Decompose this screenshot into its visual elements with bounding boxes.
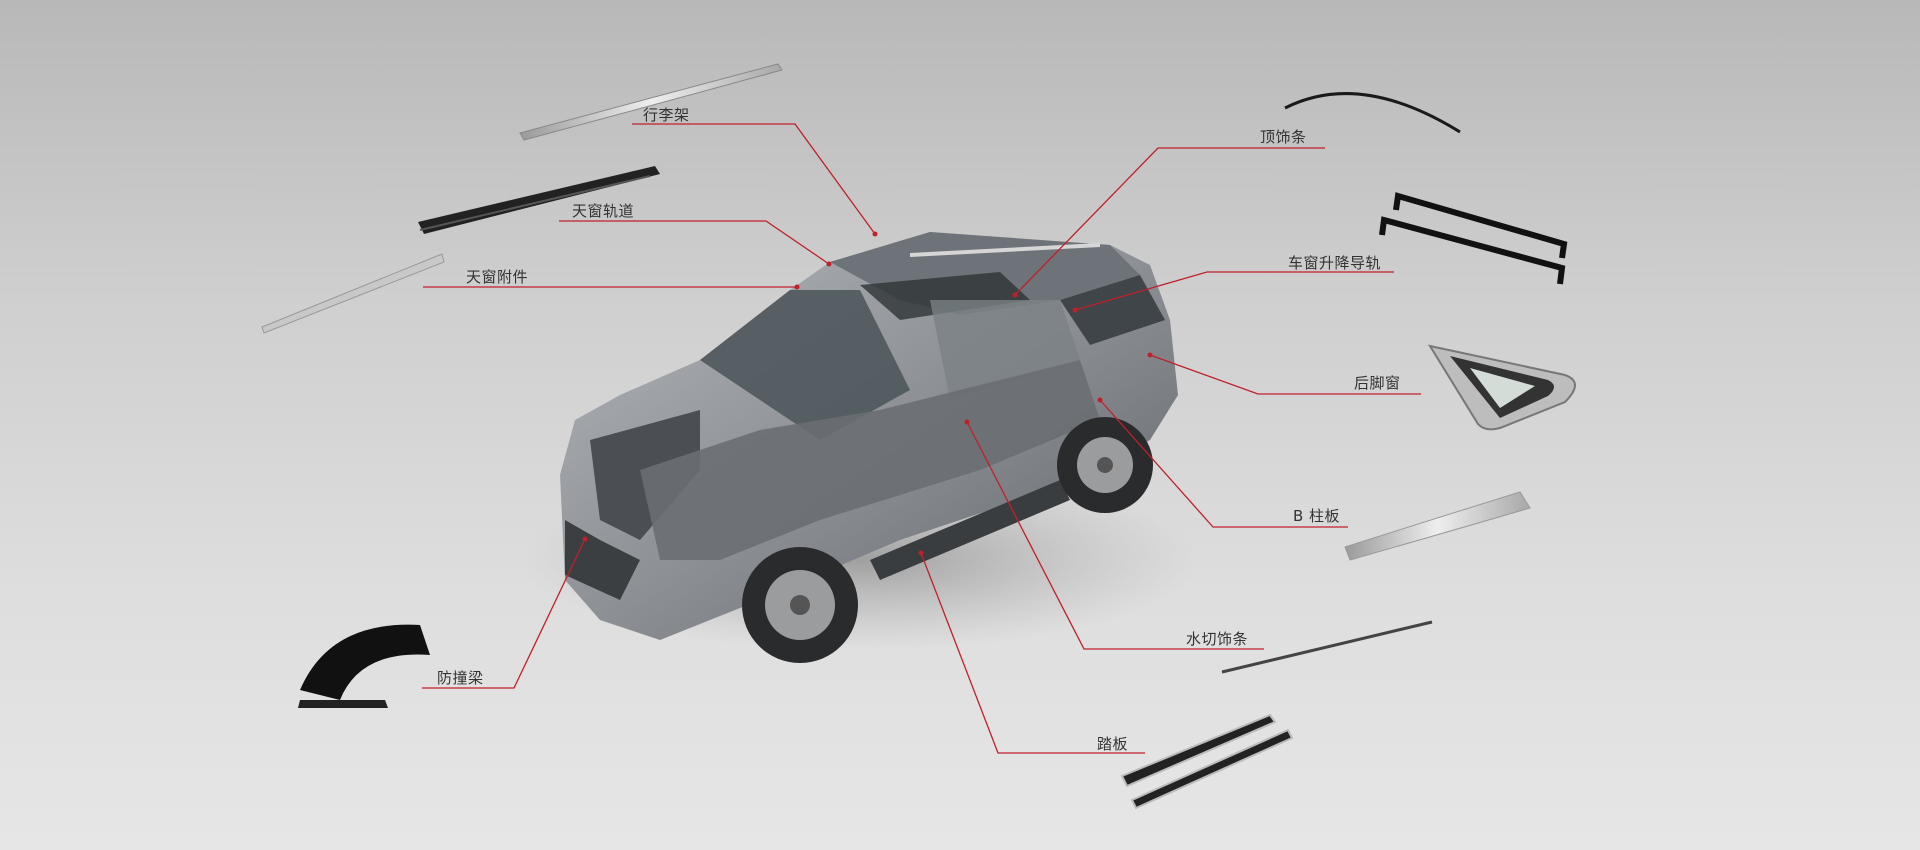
- roof-trim-part: [1284, 92, 1461, 134]
- label-rear-quarter-window: 后脚窗: [1354, 374, 1401, 392]
- label-sunroof-accessory: 天窗附件: [466, 268, 529, 286]
- leader-running-board: [920, 552, 1145, 754]
- leader-lines: [422, 123, 1421, 754]
- leader-sunroof-track: [559, 220, 830, 265]
- leader-window-rail: [1074, 271, 1394, 311]
- roof-rack-part: [519, 63, 783, 141]
- running-board-part: [1120, 713, 1294, 810]
- leader-rear-window: [1149, 354, 1421, 395]
- leader-roof-trim: [1014, 147, 1325, 296]
- rear-quarter-window-part: [1427, 344, 1576, 431]
- label-b-pillar-panel: B 柱板: [1293, 507, 1341, 525]
- label-roof-rack: 行李架: [643, 106, 690, 124]
- car-cutaway-illustration: [520, 232, 1200, 663]
- sunroof-track-part: [418, 166, 660, 234]
- label-belt-moulding: 水切饰条: [1186, 630, 1249, 648]
- leader-dots: [582, 231, 1153, 556]
- leader-roof-rack: [632, 123, 876, 235]
- label-roof-trim: 顶饰条: [1260, 128, 1307, 146]
- label-bumper-beam: 防撞梁: [437, 669, 484, 687]
- label-sunroof-track: 天窗轨道: [572, 202, 635, 220]
- window-rail-part: [1379, 192, 1568, 285]
- leader-b-pillar: [1099, 399, 1348, 528]
- leader-bumper-beam: [422, 538, 586, 689]
- sunroof-accessory-part: [261, 253, 445, 334]
- label-running-board: 踏板: [1097, 735, 1129, 753]
- label-window-regulator-rail: 车窗升降导轨: [1288, 254, 1382, 272]
- leader-belt-moulding: [966, 421, 1264, 650]
- bumper-beam-part: [298, 624, 430, 708]
- belt-moulding-part: [1221, 620, 1433, 674]
- b-pillar-panel-part: [1344, 491, 1531, 561]
